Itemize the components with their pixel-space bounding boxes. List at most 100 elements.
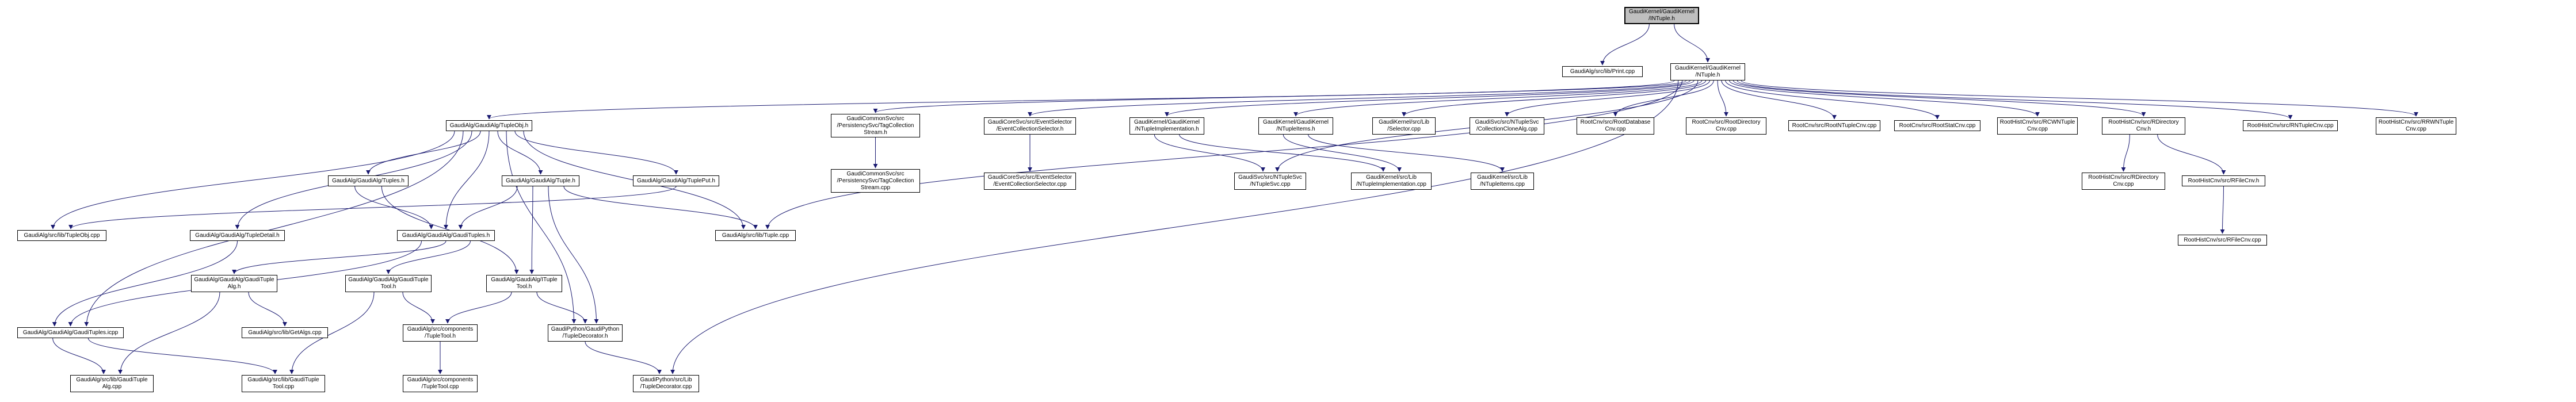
graph-node-ntuple[interactable]: GaudiKernel/GaudiKernel/NTuple.h	[1670, 63, 1745, 81]
graph-edge-gaudituletool_h--tupletool_h	[402, 292, 435, 324]
graph-node-gaudituples_h[interactable]: GaudiAlg/GaudiAlg/GaudiTuples.h	[397, 230, 495, 241]
graph-edge-ntuple--rootstat_cpp	[1725, 80, 1940, 120]
node-label-line: Tool.h	[516, 284, 532, 290]
node-label-line: /NTupleImplementation.cpp	[1356, 181, 1426, 187]
graph-node-evtcollsel_h[interactable]: GaudiCoreSvc/src/EventSelector/EventColl…	[984, 117, 1076, 135]
graph-node-tupleput_h[interactable]: GaudiAlg/GaudiAlg/TuplePut.h	[633, 175, 719, 186]
graph-edge-ntuple--rcwntuple_cpp	[1729, 80, 2040, 117]
graph-node-tuple_h[interactable]: GaudiAlg/GaudiAlg/Tuple.h	[502, 175, 579, 186]
node-label-line: GaudiAlg/src/lib/Tuple.cpp	[722, 232, 789, 239]
graph-edge-ntuple--rntuple_cpp	[1737, 80, 2293, 120]
graph-edge-ntuple--ntupleimpl_h	[1165, 80, 1695, 117]
graph-edge-tupledec_h--tupledec_cpp	[585, 341, 662, 374]
graph-edge-gaudituples_h--gaudituplealg_h	[232, 240, 446, 274]
graph-edge-ntuple--evtcollsel_h	[1028, 80, 1690, 117]
node-label-line: GaudiKernel/GaudiKernel	[1134, 119, 1200, 125]
node-label-line: GaudiAlg/src/lib/Print.cpp	[1570, 68, 1635, 75]
node-label-line: RootHistCnv/src/RFileCnv.h	[2188, 177, 2260, 184]
graph-edge-tupleobj_h--tupleput_h	[514, 131, 678, 175]
node-label-line: GaudiKernel/src/Lib	[1379, 119, 1429, 125]
node-label-line: RootHistCnv/src/RRWNTuple	[2378, 119, 2454, 125]
node-label-line: Alg.cpp	[102, 384, 122, 390]
graph-node-rfilecnv_cpp[interactable]: RootHistCnv/src/RFileCnv.cpp	[2178, 235, 2267, 246]
graph-node-tagcollstream_cpp[interactable]: GaudiCommonSvc/src/PersistencySvc/TagCol…	[831, 169, 920, 193]
node-label-line: GaudiAlg/GaudiAlg/GaudiTuple	[348, 277, 429, 283]
node-label-line: RootCnv/src/RootNTupleCnv.cpp	[1792, 122, 1877, 129]
graph-node-ntupleitems_h[interactable]: GaudiKernel/GaudiKernel/NTupleItems.h	[1258, 117, 1333, 135]
node-label-line: Stream.cpp	[860, 184, 891, 191]
node-label-line: RootHistCnv/src/RDirectory	[2088, 174, 2159, 181]
node-label-line: /TupleDecorator.h	[562, 333, 608, 339]
node-label-line: /NTupleImplementation.h	[1135, 126, 1199, 132]
graph-node-gaudituples_icpp[interactable]: GaudiAlg/GaudiAlg/GaudiTuples.icpp	[17, 327, 124, 338]
graph-node-evtcollsel_cpp[interactable]: GaudiCoreSvc/src/EventSelector/EventColl…	[984, 173, 1076, 190]
node-label-line: /NTupleSvc.cpp	[1250, 181, 1291, 187]
graph-edge-intuple--ntuple	[1674, 24, 1710, 63]
graph-edge-tupleobj_h--gaudituples_h	[444, 131, 490, 229]
node-label-line: /PersistencySvc/TagCollection	[837, 122, 914, 129]
graph-edge-rdircnv_h--rfilecnv_h	[2157, 134, 2226, 175]
graph-edge-intuple--print	[1600, 24, 1650, 66]
graph-edge-gaudituletool_h--gaudituletool_cpp	[289, 292, 375, 374]
node-label-line: RootCnv/src/RootDatabase	[1580, 119, 1651, 125]
graph-node-ntupleimpl_cpp[interactable]: GaudiKernel/src/Lib/NTupleImplementation…	[1351, 173, 1432, 190]
node-label-line: GaudiAlg/GaudiAlg/GaudiTuples.h	[402, 232, 490, 239]
graph-node-tuple_cpp[interactable]: GaudiAlg/src/lib/Tuple.cpp	[715, 230, 796, 241]
graph-node-ntupleimpl_h[interactable]: GaudiKernel/GaudiKernel/NTupleImplementa…	[1129, 117, 1204, 135]
graph-node-tupleobj_cpp[interactable]: GaudiAlg/src/lib/TupleObj.cpp	[17, 230, 106, 241]
graph-node-tupledec_h[interactable]: GaudiPython/GaudiPython/TupleDecorator.h	[548, 324, 623, 342]
graph-node-tuples_h[interactable]: GaudiAlg/GaudiAlg/Tuples.h	[328, 175, 409, 186]
node-label-line: GaudiSvc/src/NTupleSvc	[1238, 174, 1302, 181]
graph-edge-rdircnv_h--rdircnv_cpp	[2121, 134, 2130, 172]
graph-node-collclone_cpp[interactable]: GaudiSvc/src/NTupleSvc/CollectionCloneAl…	[1470, 117, 1544, 135]
graph-node-rootntuple_cpp[interactable]: RootCnv/src/RootNTupleCnv.cpp	[1788, 120, 1880, 131]
graph-edge-ntuple--selector_cpp	[1402, 80, 1707, 117]
graph-node-selector_cpp[interactable]: GaudiKernel/src/Lib/Selector.cpp	[1372, 117, 1436, 135]
graph-edge-ntuple--rootdb_cpp	[1613, 80, 1714, 117]
graph-node-tupletool_h[interactable]: GaudiAlg/src/components/TupleTool.h	[403, 324, 478, 342]
node-label-line: GaudiAlg/GaudiAlg/ITuple	[491, 277, 558, 283]
graph-node-tupletool_cpp[interactable]: GaudiAlg/src/components/TupleTool.cpp	[403, 375, 478, 392]
node-label-line: GaudiAlg/src/components	[407, 326, 474, 332]
node-label-line: GaudiKernel/src/Lib	[1477, 174, 1528, 181]
node-label-line: RootCnv/src/RootStatCnv.cpp	[1899, 122, 1976, 129]
node-label-line: GaudiSvc/src/NTupleSvc	[1475, 119, 1539, 125]
graph-node-getalgs_cpp[interactable]: GaudiAlg/src/lib/GetAlgs.cpp	[242, 327, 328, 338]
graph-node-intuple[interactable]: GaudiKernel/GaudiKernel/INTuple.h	[1624, 7, 1699, 24]
node-label-line: GaudiAlg/src/lib/GetAlgs.cpp	[248, 329, 322, 336]
graph-node-tupledec_cpp[interactable]: GaudiPython/src/Lib/TupleDecorator.cpp	[633, 375, 699, 392]
graph-edge-ntupleimpl_h--ntupleimpl_cpp	[1179, 134, 1386, 172]
graph-node-print[interactable]: GaudiAlg/src/lib/Print.cpp	[1562, 66, 1643, 77]
node-label-line: Cnv.cpp	[2113, 181, 2134, 187]
graph-node-ntuplesvc_cpp[interactable]: GaudiSvc/src/NTupleSvc/NTupleSvc.cpp	[1234, 173, 1306, 190]
graph-node-rfilecnv_h[interactable]: RootHistCnv/src/RFileCnv.h	[2182, 175, 2265, 186]
node-label-line: GaudiPython/GaudiPython	[551, 326, 620, 332]
graph-edge-rfilecnv_h--rfilecnv_cpp	[2220, 186, 2225, 234]
node-label-line: GaudiAlg/GaudiAlg/TuplePut.h	[637, 177, 715, 184]
graph-node-tupleobj_h[interactable]: GaudiAlg/GaudiAlg/TupleObj.h	[446, 120, 532, 131]
node-label-line: Cnv.h	[2136, 126, 2151, 132]
node-label-line: GaudiAlg/GaudiAlg/TupleObj.h	[449, 122, 529, 129]
node-label-line: /CollectionCloneAlg.cpp	[1476, 126, 1538, 132]
graph-node-tupledetail_h[interactable]: GaudiAlg/GaudiAlg/TupleDetail.h	[190, 230, 285, 241]
graph-edge-ntuple--collclone_cpp	[1505, 80, 1710, 117]
graph-node-tagcollstream_h[interactable]: GaudiCommonSvc/src/PersistencySvc/TagCol…	[831, 114, 920, 137]
graph-edge-ntuple--tupledec_cpp	[670, 80, 1679, 374]
graph-edge-ntupleimpl_h--ntuplesvc_cpp	[1154, 134, 1265, 172]
graph-node-ntupleitems_cpp[interactable]: GaudiKernel/src/Lib/NTupleItems.cpp	[1471, 173, 1534, 190]
graph-node-rntuple_cpp[interactable]: RootHistCnv/src/RNTupleCnv.cpp	[2243, 120, 2338, 131]
graph-node-rootstat_cpp[interactable]: RootCnv/src/RootStatCnv.cpp	[1894, 120, 1980, 131]
node-label-line: GaudiCoreSvc/src/EventSelector	[987, 119, 1073, 125]
